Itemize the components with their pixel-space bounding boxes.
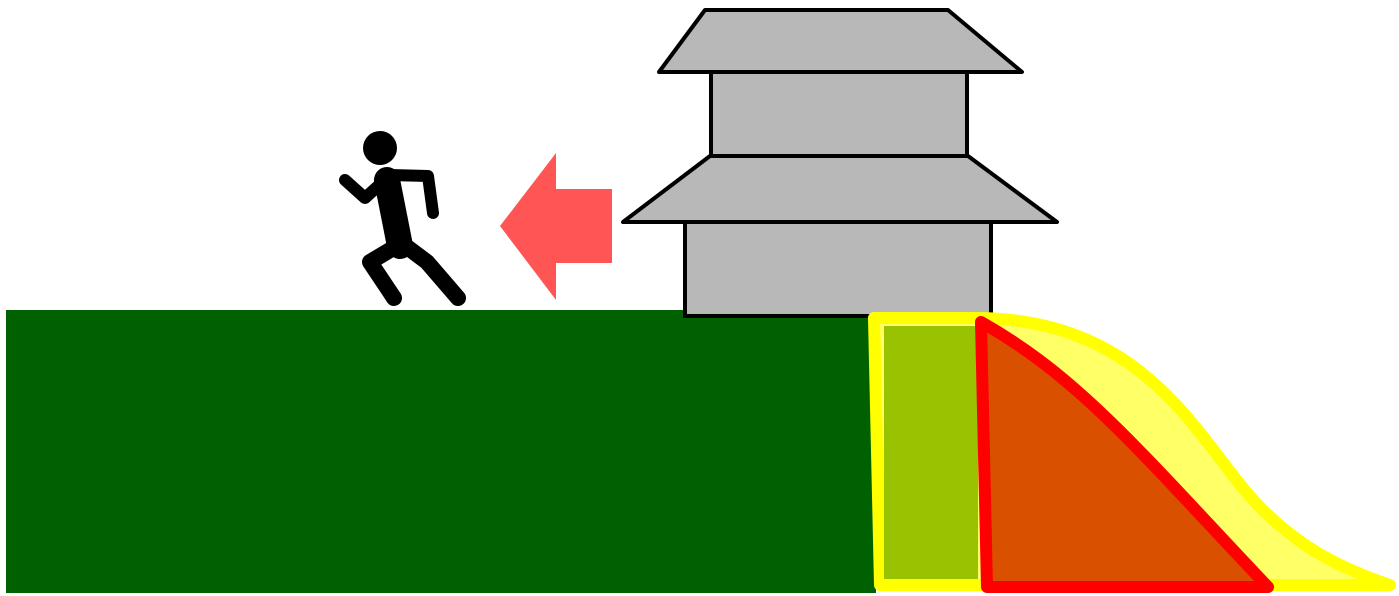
running-person-icon [339,131,466,306]
left-arrow-icon [500,153,612,300]
castle-lower-roof [621,154,1059,224]
person-torso [374,167,413,259]
castle-lower-body [683,220,993,318]
person-back-arm [339,172,393,204]
slope-base [884,326,978,579]
person-head [363,131,397,165]
castle-top-roof [657,8,1024,74]
landslide-area [975,316,1274,593]
castle-icon [621,8,1059,318]
person-back-leg [362,239,403,306]
person-front-leg [395,236,466,306]
castle-top-body [709,70,969,159]
ground [6,310,876,593]
person-front-arm [384,169,439,219]
